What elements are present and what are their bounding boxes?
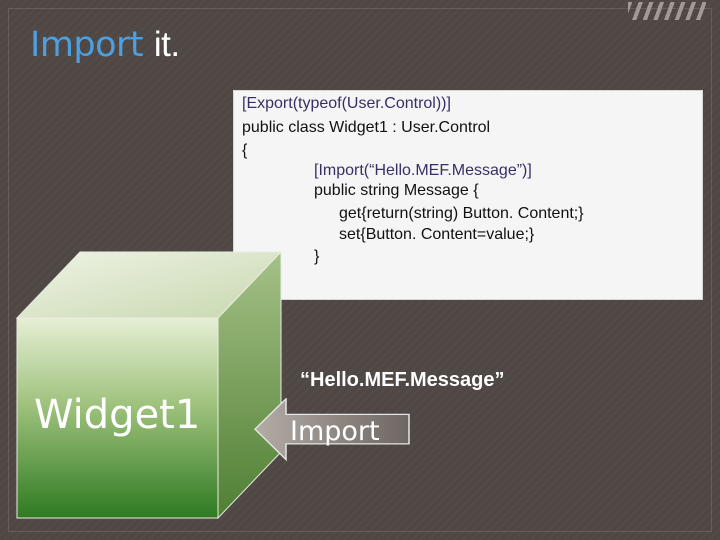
import-arrow: [254, 398, 410, 462]
widget-label: Widget1: [34, 392, 201, 438]
code-line-open-brace: {: [242, 142, 248, 159]
decorative-stripes: [628, 2, 706, 20]
slide-title: Import it.: [30, 22, 180, 68]
import-label: Import: [290, 416, 380, 447]
code-line-property-close-brace: }: [314, 248, 320, 265]
code-line-export-attribute: [Export(typeof(User.Control))]: [242, 95, 451, 112]
cube-front-face: [16, 317, 219, 519]
code-line-setter: set{Button. Content=value;}: [339, 226, 535, 243]
message-label: “Hello.MEF.Message”: [300, 369, 505, 391]
code-line-property-declaration: public string Message {: [314, 182, 479, 199]
title-it: it.: [153, 25, 180, 64]
code-line-class-declaration: public class Widget1 : User.Control: [242, 119, 491, 136]
code-line-import-attribute: [Import(“Hello.MEF.Message”)]: [314, 162, 532, 179]
title-import: Import: [30, 25, 144, 65]
code-box: [Export(typeof(User.Control))] public cl…: [233, 90, 703, 300]
code-line-getter: get{return(string) Button. Content;}: [339, 205, 584, 222]
